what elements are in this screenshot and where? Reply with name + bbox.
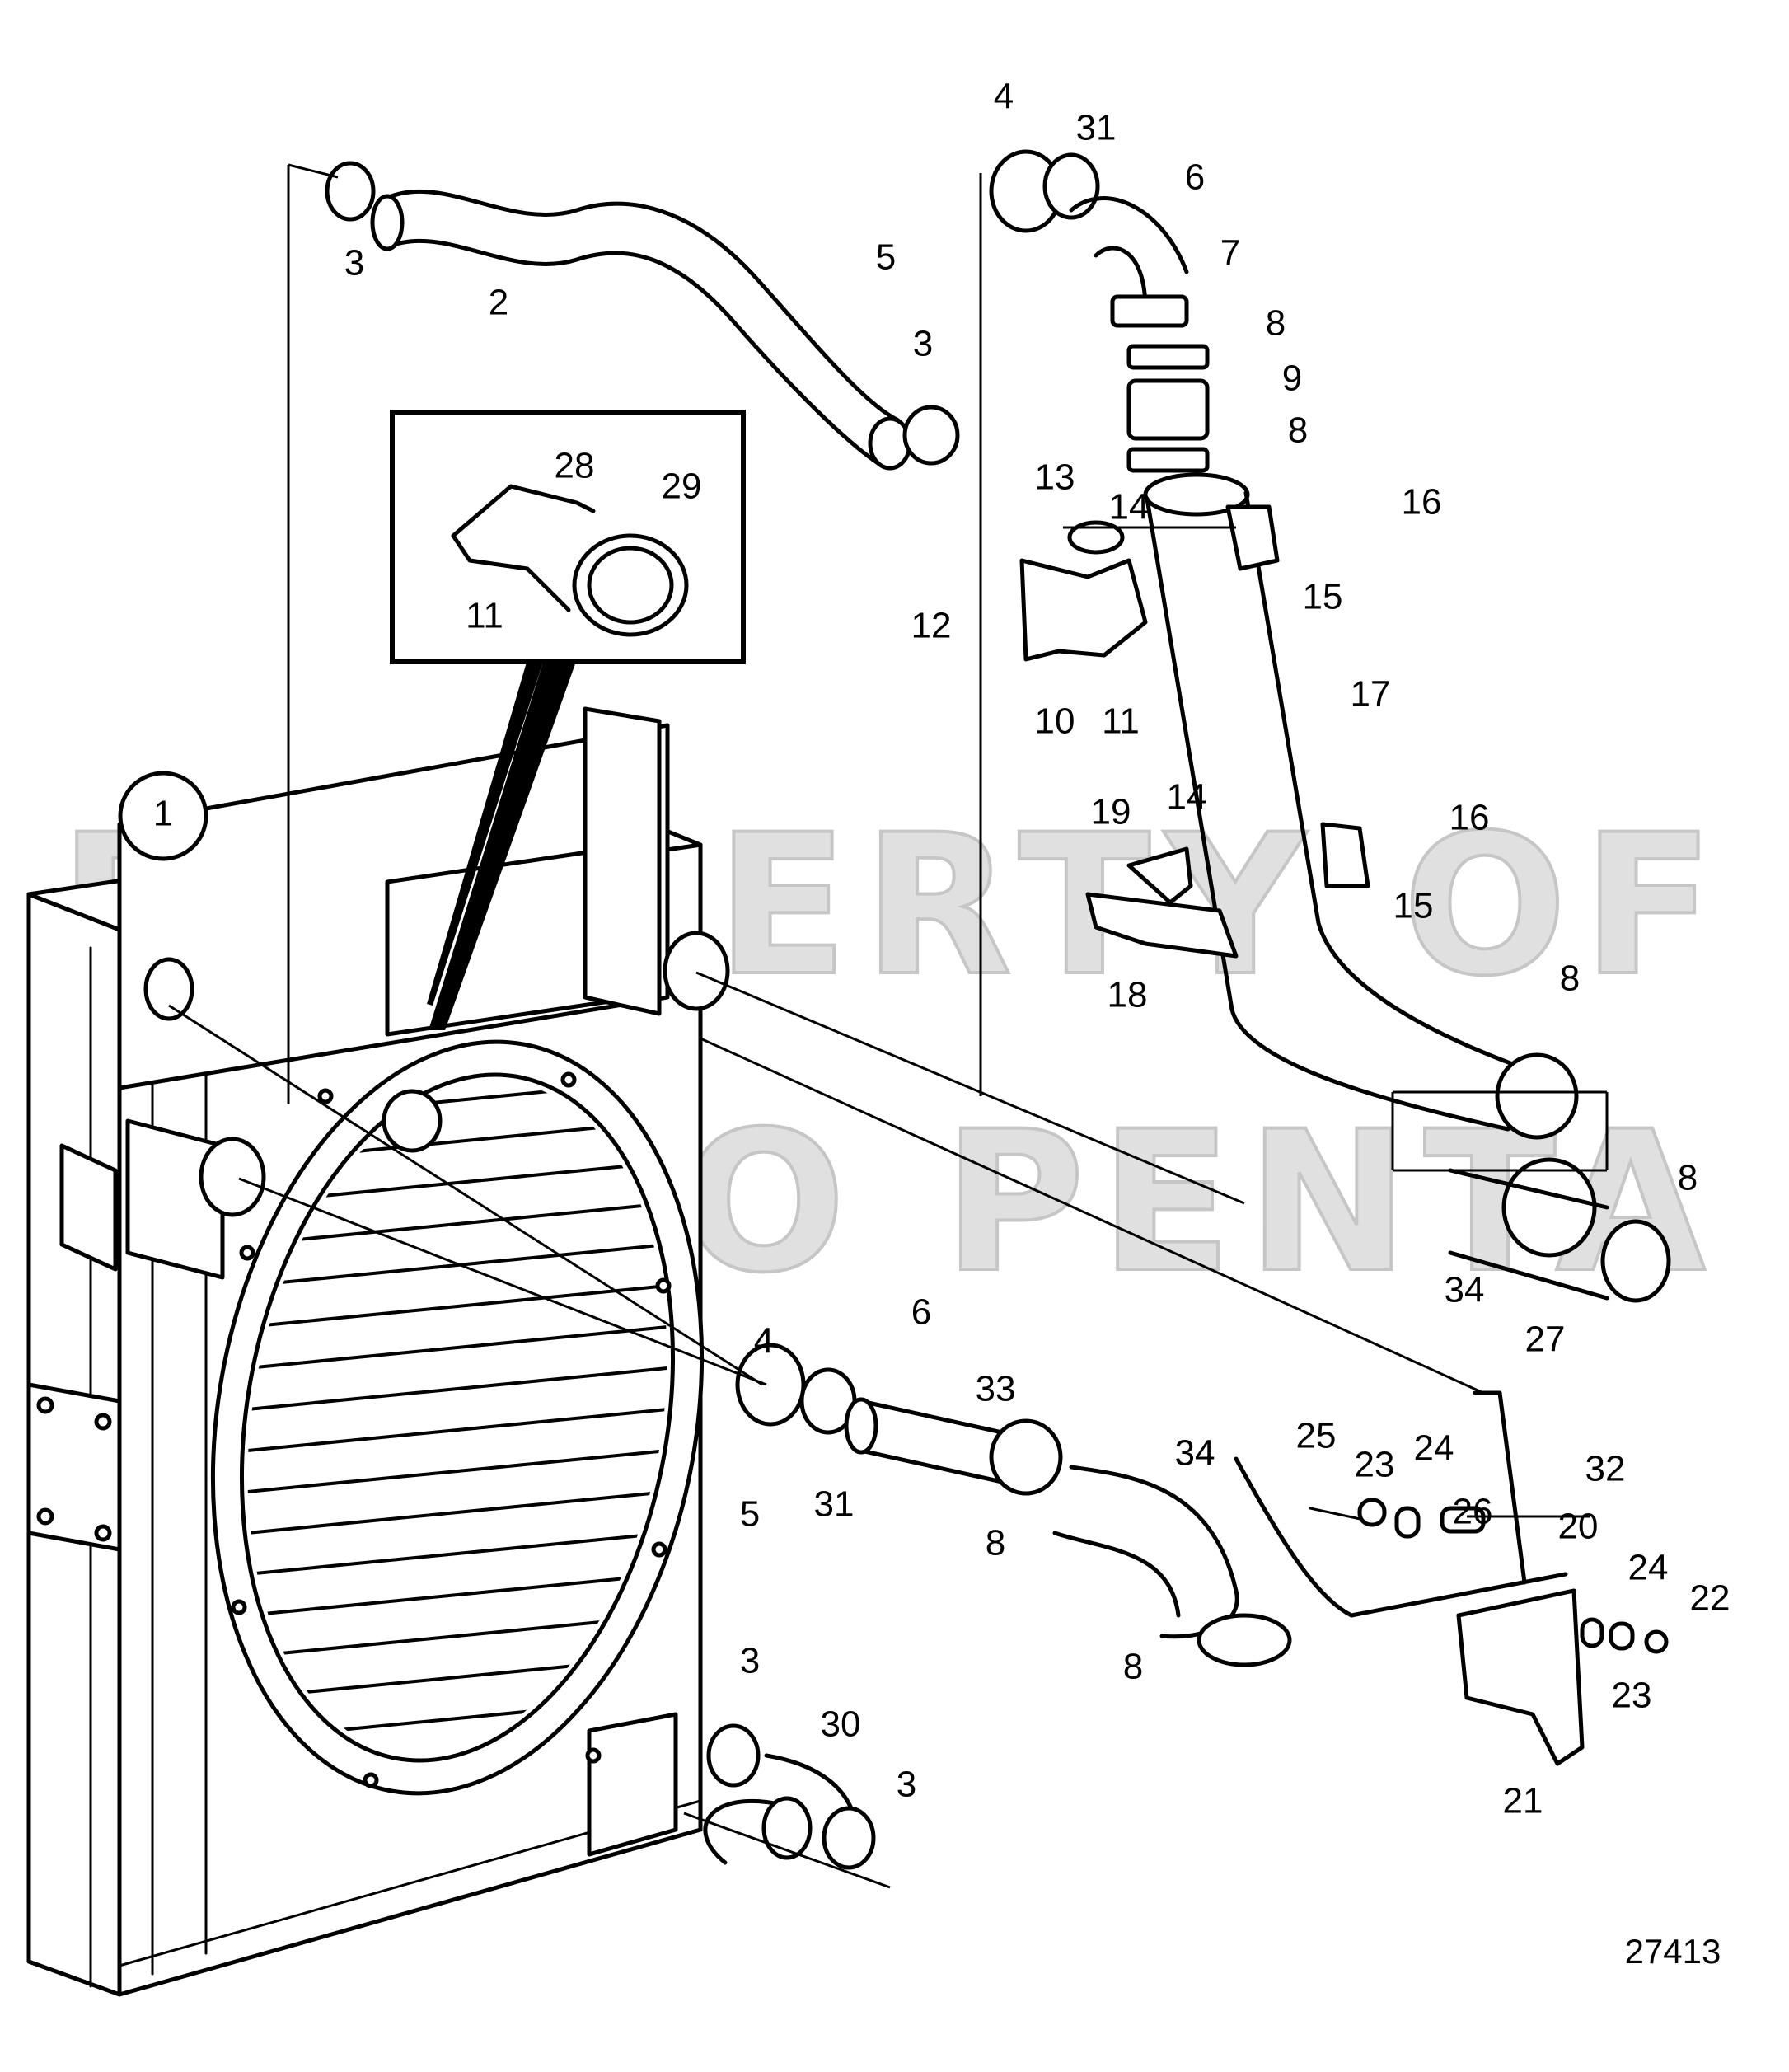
fan-shroud <box>210 1039 705 1796</box>
callout-24-right: 24 <box>1628 1548 1669 1588</box>
callout-5-top: 5 <box>876 237 896 278</box>
callout-20: 20 <box>1558 1507 1599 1547</box>
callout-22: 22 <box>1690 1578 1730 1619</box>
callout-25: 25 <box>1296 1416 1337 1456</box>
callout-6-bottom: 6 <box>911 1292 931 1333</box>
callout-31-bottom: 31 <box>814 1484 855 1525</box>
callout-14-lower: 14 <box>1167 777 1207 818</box>
callout-34-lower: 34 <box>1175 1433 1215 1474</box>
callout-19: 19 <box>1091 792 1131 832</box>
callout-31-top: 31 <box>1076 108 1117 148</box>
callout-8-upper-b: 8 <box>1288 410 1308 451</box>
lower-hose-group <box>735 1157 1671 1667</box>
callout-8-right-b: 8 <box>1678 1158 1698 1198</box>
callout-8-lower-b: 8 <box>1123 1647 1143 1687</box>
callout-8-upper-a: 8 <box>1266 303 1286 344</box>
callout-4-top: 4 <box>994 77 1014 117</box>
callout-17: 17 <box>1351 674 1391 715</box>
callouts: 1 2 3 3 3 3 4 4 5 5 6 6 7 8 8 8 8 8 8 9 … <box>153 77 1730 1821</box>
callout-23-left: 23 <box>1355 1445 1395 1485</box>
callout-29: 29 <box>662 466 702 507</box>
small-hose-30-group <box>703 1723 876 1870</box>
callout-16-lower: 16 <box>1449 798 1490 838</box>
bracket-group <box>1019 504 1370 959</box>
callout-4-bottom: 4 <box>754 1321 774 1362</box>
callout-1: 1 <box>153 794 173 834</box>
callout-15-lower: 15 <box>1393 886 1434 926</box>
reference-number: 27413 <box>1625 1932 1721 1971</box>
callout-12: 12 <box>911 606 952 646</box>
callout-21: 21 <box>1503 1781 1543 1821</box>
inset-detail-box <box>390 410 746 1030</box>
callout-24-left: 24 <box>1414 1428 1454 1469</box>
callout-34-right: 34 <box>1445 1270 1485 1310</box>
leader-lines <box>168 163 1609 1889</box>
lower-bracket-group <box>1234 1390 1669 1766</box>
callout-6-top: 6 <box>1185 157 1205 198</box>
callout-1-ring <box>118 771 208 861</box>
callout-26: 26 <box>1453 1492 1493 1532</box>
callout-3-top-right: 3 <box>913 324 933 364</box>
callout-9: 9 <box>1282 359 1302 399</box>
callout-3-bottom-left: 3 <box>740 1641 760 1681</box>
callout-11-inset: 11 <box>466 596 503 636</box>
callout-33: 33 <box>976 1369 1016 1409</box>
callout-2: 2 <box>489 283 508 323</box>
callout-28: 28 <box>555 446 595 486</box>
callout-18: 18 <box>1108 975 1148 1015</box>
callout-27: 27 <box>1525 1320 1566 1360</box>
callout-8-lower-a: 8 <box>986 1523 1005 1563</box>
top-hose-group <box>325 161 960 471</box>
callout-16-upper: 16 <box>1402 482 1442 523</box>
radiator-ports <box>143 931 730 1217</box>
callout-30: 30 <box>821 1704 861 1745</box>
callout-11-right: 11 <box>1102 701 1140 742</box>
callout-8-right-a: 8 <box>1560 959 1580 999</box>
callout-10: 10 <box>1035 701 1075 742</box>
callout-32: 32 <box>1585 1449 1626 1489</box>
callout-23-right: 23 <box>1612 1676 1652 1716</box>
callout-13: 13 <box>1035 457 1075 498</box>
callout-3-bottom-right: 3 <box>897 1765 916 1805</box>
callout-3-top-left: 3 <box>344 243 364 284</box>
callout-5-bottom: 5 <box>740 1494 760 1535</box>
callout-15-upper: 15 <box>1303 577 1343 617</box>
callout-14-upper: 14 <box>1109 487 1150 527</box>
callout-7: 7 <box>1220 233 1240 274</box>
